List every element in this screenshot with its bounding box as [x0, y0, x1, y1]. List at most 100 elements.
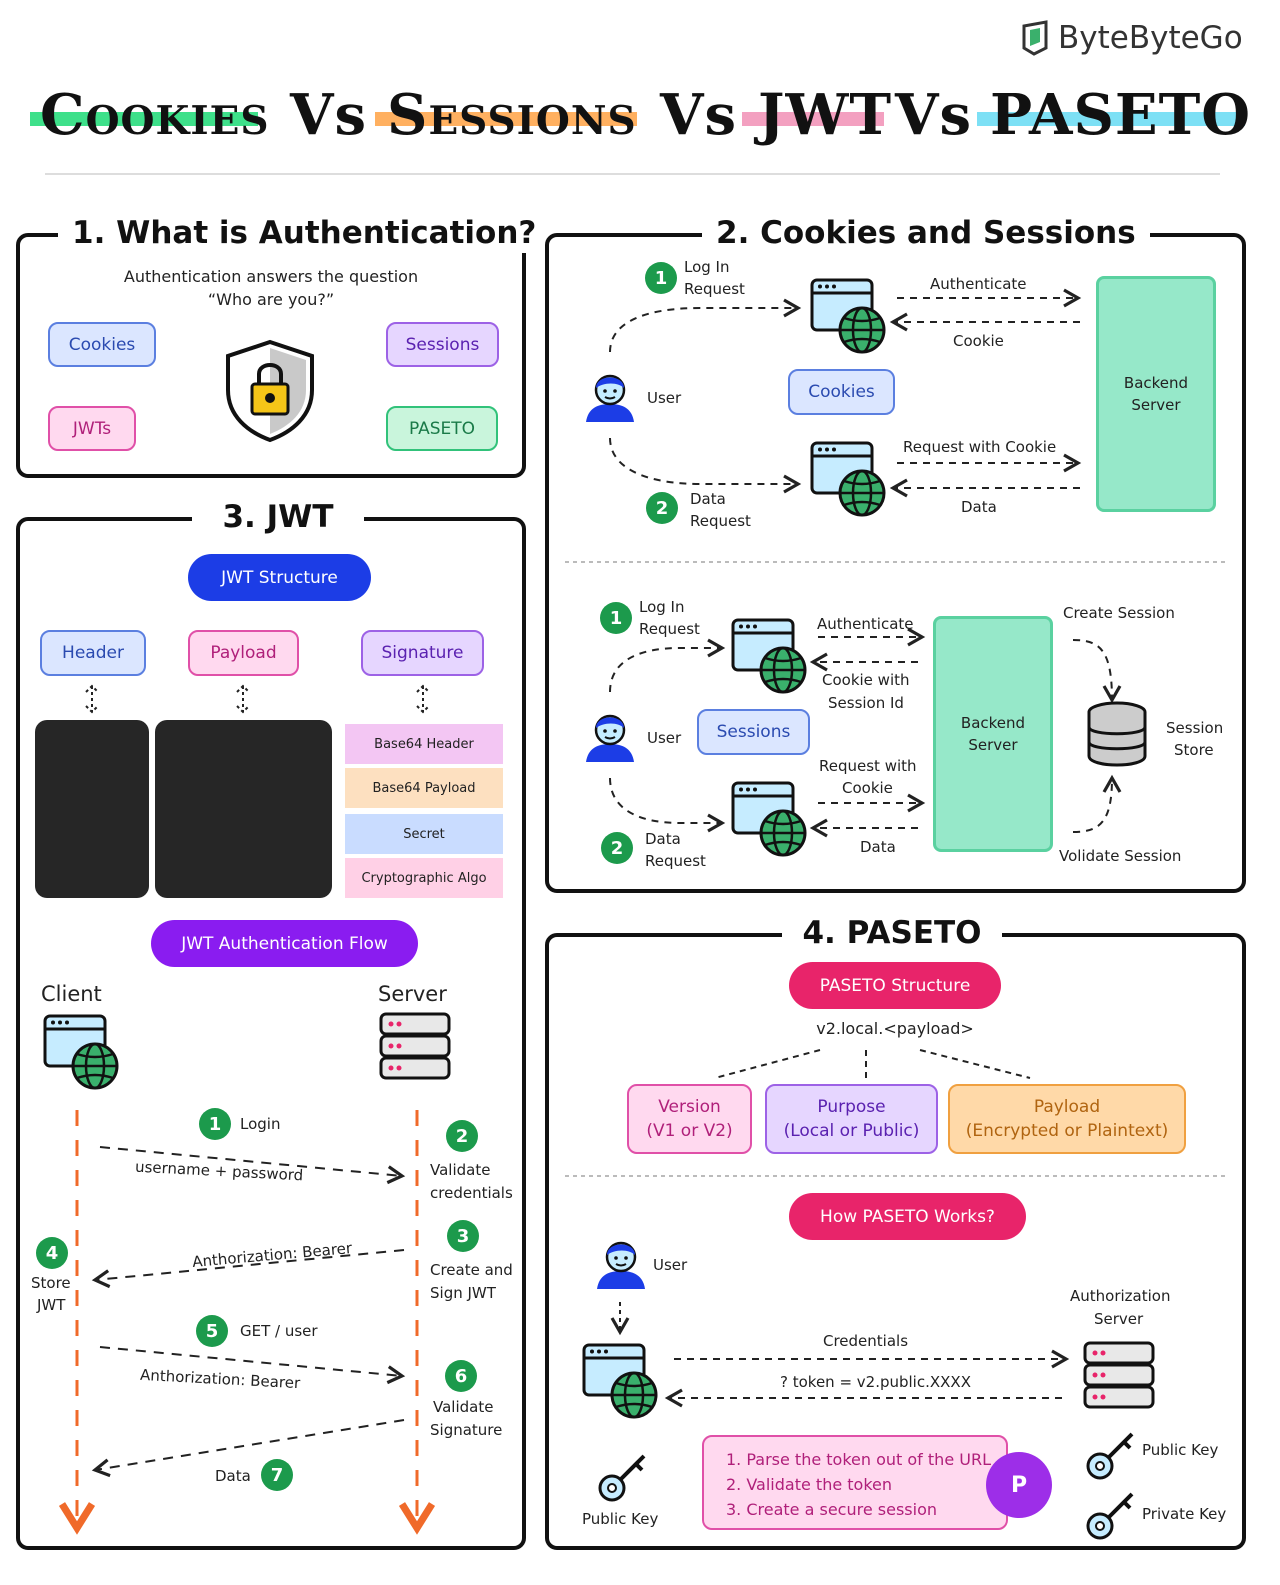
- jwt-store-a: Store: [31, 1274, 71, 1292]
- title-vs-2: Vs: [660, 82, 737, 148]
- jwt-header-block: [35, 720, 149, 898]
- title-cookies: Cookies: [40, 82, 270, 148]
- cs2-login-a: Log In: [639, 598, 685, 616]
- title-highlight-paseto: [977, 112, 1245, 126]
- auth-paseto-pill: PASETO: [386, 406, 498, 451]
- cs-browser-icon-top-1: [810, 278, 886, 354]
- jwt-create-b: Sign JWT: [430, 1284, 496, 1302]
- cs-data-request-b: Request: [690, 512, 751, 530]
- cs2-backend-a: Backend: [960, 714, 1026, 732]
- paseto-payload-a: Payload: [1033, 1097, 1101, 1117]
- jwt-store-b: JWT: [37, 1296, 66, 1314]
- paseto-payload-pill: Payload(Encrypted or Plaintext): [948, 1084, 1186, 1154]
- database-icon: [1087, 701, 1147, 767]
- jwt-step-5: 5: [196, 1315, 228, 1347]
- title-highlight-sessions: [375, 112, 637, 126]
- auth-cookies-pill: Cookies: [48, 322, 156, 367]
- jwt-client-browser-icon: [43, 1014, 119, 1090]
- title-sessions: Sessions: [387, 82, 637, 148]
- paseto-token-url: ? token = v2.public.XXXX: [780, 1373, 971, 1391]
- cs2-user-label: User: [647, 729, 682, 747]
- jwt-header-pill: Header: [40, 630, 146, 676]
- auth-question-line1: Authentication answers the question: [123, 267, 419, 286]
- paseto-badge: P: [986, 1452, 1052, 1518]
- cs2-browser-icon-1: [731, 618, 807, 694]
- jwt-data-label: Data: [215, 1467, 251, 1485]
- cs2-step-2: 2: [601, 832, 633, 864]
- jwt-create-a: Create and: [430, 1261, 513, 1279]
- cs2-browser-icon-2: [731, 781, 807, 857]
- cs-cookie-label: Cookie: [953, 332, 1004, 350]
- cs2-cookie-sid-b: Session Id: [828, 694, 904, 712]
- paseto-auth-server-a: Authorization: [1070, 1287, 1171, 1305]
- paseto-public-key-left: Public Key: [582, 1510, 659, 1528]
- title-vs-1: Vs: [290, 82, 367, 148]
- paseto-user-icon: [595, 1241, 647, 1291]
- cs2-req-cookie-a: Request with: [819, 757, 917, 775]
- paseto-token-format: v2.local.<payload>: [816, 1019, 974, 1038]
- cs2-authenticate: Authenticate: [817, 615, 914, 633]
- paseto-user-label: User: [653, 1256, 688, 1274]
- panel-jwt-title: 3. JWT: [192, 497, 364, 537]
- cs-authenticate-label: Authenticate: [930, 275, 1027, 293]
- paseto-browser-icon: [582, 1343, 658, 1419]
- jwt-vsig-b: Signature: [430, 1421, 503, 1439]
- paseto-purpose-b: (Local or Public): [783, 1121, 920, 1141]
- auth-question-line2: “Who are you?”: [207, 290, 335, 309]
- private-key-icon: [1086, 1492, 1134, 1540]
- paseto-version-a: Version: [658, 1097, 721, 1117]
- paseto-version-pill: Version (V1 or V2): [627, 1084, 752, 1154]
- auth-sessions-pill: Sessions: [386, 322, 499, 367]
- cs-backend-label-b: Server: [1131, 396, 1181, 414]
- auth-jwts-pill: JWTs: [48, 406, 136, 451]
- jwt-login-label: Login: [240, 1115, 281, 1133]
- paseto-step-1: 1. Parse the token out of the URL: [726, 1450, 991, 1469]
- cs2-data-label: Data: [860, 838, 896, 856]
- paseto-structure-badge: PASETO Structure: [789, 962, 1001, 1009]
- brand-name: ByteByteGo: [1058, 20, 1243, 56]
- jwt-vsig-a: Validate: [433, 1398, 494, 1416]
- public-key-icon-left: [598, 1454, 646, 1502]
- cs2-login-b: Request: [639, 620, 700, 638]
- jwt-validate-b: credentials: [430, 1184, 513, 1202]
- title-divider: [45, 173, 1220, 175]
- panel-authentication-title: 1. What is Authentication?: [58, 213, 551, 253]
- title-vs-3: Vs: [895, 82, 972, 148]
- paseto-auth-server-icon: [1083, 1341, 1155, 1409]
- jwt-step-1: 1: [199, 1108, 231, 1140]
- cs-backend-label-a: Backend: [1123, 374, 1189, 392]
- cs2-store-a: Session: [1166, 719, 1224, 737]
- cs2-create-session: Create Session: [1063, 604, 1175, 622]
- jwt-sig-row: Base64 Payload: [345, 768, 503, 808]
- jwt-signature-pill: Signature: [361, 630, 484, 676]
- cs2-step-1: 1: [600, 602, 632, 634]
- paseto-version-b: (V1 or V2): [646, 1121, 733, 1141]
- cs2-cookie-sid-a: Cookie with: [822, 671, 910, 689]
- panel-paseto-title: 4. PASETO: [782, 913, 1002, 953]
- title-jwt: JWT: [758, 82, 893, 148]
- cs-login-label-b: Request: [684, 280, 745, 298]
- cs-data-label: Data: [961, 498, 997, 516]
- paseto-how-badge: How PASETO Works?: [789, 1193, 1026, 1240]
- paseto-credentials: Credentials: [823, 1332, 909, 1350]
- paseto-auth-server-b: Server: [1094, 1310, 1144, 1328]
- public-key-icon-right: [1086, 1432, 1134, 1480]
- cs-step-1: 1: [645, 262, 677, 294]
- jwt-sig-row: Base64 Header: [345, 724, 503, 764]
- paseto-public-key-right: Public Key: [1142, 1441, 1219, 1459]
- jwt-step-2: 2: [446, 1120, 478, 1152]
- jwt-sig-row: Secret: [345, 814, 503, 854]
- jwt-payload-pill: Payload: [188, 630, 299, 676]
- cs-step-2: 2: [646, 492, 678, 524]
- paseto-step-2: 2. Validate the token: [726, 1475, 892, 1494]
- jwt-structure-badge: JWT Structure: [188, 554, 371, 601]
- cs2-validate-session: Volidate Session: [1059, 847, 1182, 865]
- cs-data-request-a: Data: [690, 490, 726, 508]
- cs-request-with-cookie-label: Request with Cookie: [903, 438, 1057, 456]
- jwt-server-label: Server: [378, 982, 447, 1006]
- cs2-backend-b: Server: [968, 736, 1018, 754]
- cs-user-label: User: [647, 389, 682, 407]
- title-paseto: PASETO: [990, 82, 1252, 148]
